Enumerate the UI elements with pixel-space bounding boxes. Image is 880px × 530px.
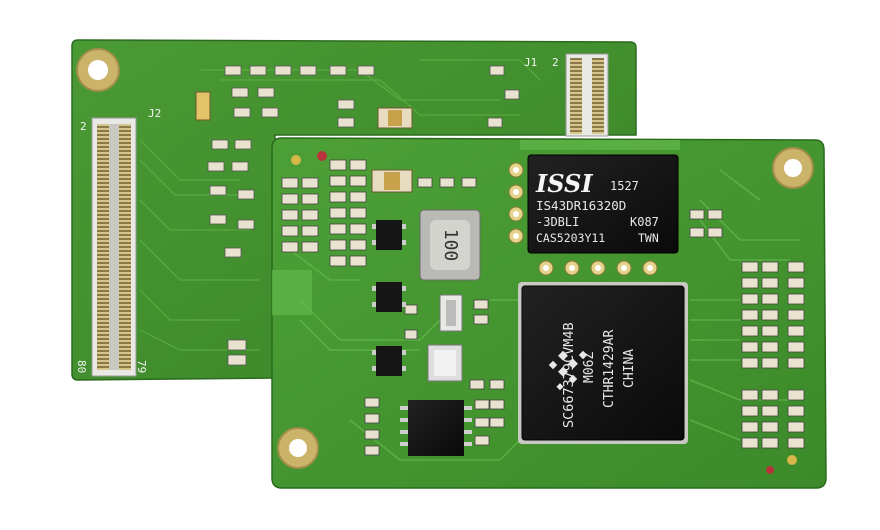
inductor-marking: 100	[440, 229, 461, 262]
memory-chip-line2: IS43DR16320D	[536, 198, 626, 213]
fiducial	[766, 466, 774, 474]
fiducial	[317, 151, 327, 161]
power-inductor: 100	[419, 209, 481, 281]
j1-pin-top-label: 2	[552, 56, 559, 69]
memory-chip-line1-suffix: 1527	[610, 179, 639, 193]
back-board: J2 2 80 79 J1 2	[71, 39, 637, 381]
sot-transistors	[372, 220, 406, 376]
j1-label: J1	[524, 56, 537, 69]
front-right-passives	[689, 209, 805, 449]
memory-chip-line4-right: TWN	[638, 231, 659, 245]
dsp-chip-line3: CTHR1429AR	[602, 330, 617, 408]
freescale-logo-icon	[548, 350, 588, 391]
dsp-chip-line4: CHINA	[622, 349, 637, 388]
connector-j1	[565, 53, 609, 137]
j2-label: J2	[148, 107, 161, 120]
dsp-chip-line1: SC667379CVM4B	[561, 322, 577, 428]
memory-chip-logo: ISSI	[535, 169, 593, 198]
memory-chip-line3-left: -3DBLI	[536, 215, 579, 229]
j2-pin-bottom-label: 80	[75, 360, 88, 373]
dsp-chip: SC667379CVM4B M06Z CTHR1429AR CHINA	[518, 282, 688, 444]
j2-pin-top-label: 2	[80, 120, 87, 133]
memory-chip-line4-left: CAS5203Y11	[536, 231, 605, 245]
connector-j2	[91, 117, 137, 377]
memory-chip: ISSI 1527 IS43DR16320D -3DBLI K087 CAS52…	[527, 154, 679, 254]
front-left-passives	[281, 159, 505, 456]
memory-chip-line3-right: K087	[630, 215, 659, 229]
fiducial	[291, 155, 301, 165]
back-capacitor	[195, 91, 211, 121]
back-passives	[207, 65, 520, 366]
j2-pin-bottom-right-label: 79	[135, 360, 148, 373]
front-board: 100	[271, 137, 827, 489]
soic-chip	[400, 400, 472, 456]
dsp-chip-line2: M06Z	[582, 352, 597, 383]
fiducial	[787, 455, 797, 465]
